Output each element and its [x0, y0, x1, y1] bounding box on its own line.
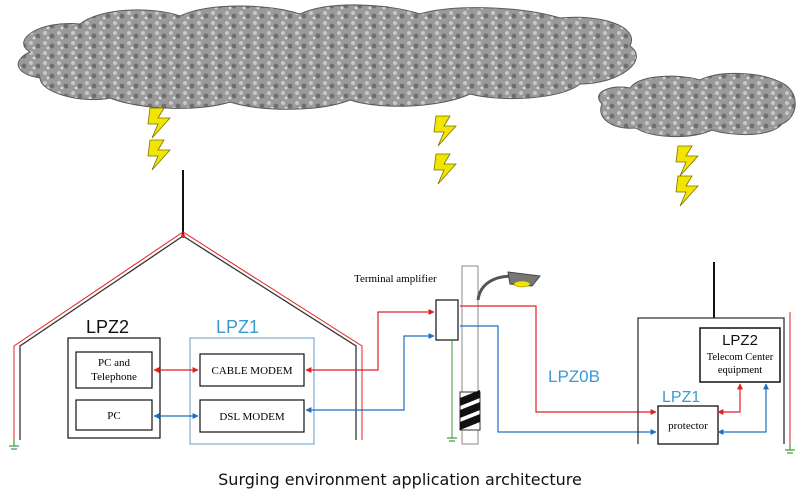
cable-modem-box [199, 353, 305, 387]
telecom-center-label-1: Telecom Center [707, 352, 774, 363]
signal-link [460, 325, 657, 435]
telecom-lpz1-label: LPZ1 [662, 389, 700, 406]
terminal-amplifier-label: Terminal amplifier [354, 273, 437, 285]
pc-telephone-label-2: Telephone [91, 371, 137, 383]
cable-modem-label: CABLE MODEM [212, 365, 293, 377]
utility-pole [459, 265, 481, 445]
lightning-bolt-icon [675, 175, 699, 207]
lightning-bolt-icon [433, 115, 457, 147]
lightning-bolt-icon [675, 145, 699, 177]
signal-link [305, 333, 435, 413]
protector-box [657, 405, 719, 445]
lpz1-house-label: LPZ1 [216, 317, 259, 337]
signal-link [717, 383, 769, 435]
telecom-lpz2-label: LPZ2 [722, 332, 758, 349]
power-link [717, 383, 743, 415]
pc-telephone-label-1: PC and [98, 357, 131, 369]
lightning-bolt-icon [147, 139, 171, 171]
protector-label: protector [668, 420, 708, 432]
terminal-amplifier-box [435, 299, 459, 341]
dsl-modem-label: DSL MODEM [219, 411, 285, 423]
telecom-building [637, 317, 785, 444]
ground-symbol-icon [9, 440, 19, 450]
lightning-bolt-icon [433, 153, 457, 185]
lightning-bolt-icon [147, 107, 171, 139]
power-link [305, 309, 435, 373]
ground-symbol-icon [785, 444, 795, 454]
pc-box [75, 399, 153, 431]
telecom-lpz2-zone [699, 327, 781, 383]
diagram-caption: Surging environment application architec… [218, 470, 582, 489]
pc-telephone-box [75, 351, 153, 389]
telecom-center-label-2: equipment [718, 365, 762, 376]
lpz0b-label: LPZ0B [548, 367, 600, 386]
cloud-icon [17, 4, 637, 110]
cloud-icon [598, 73, 796, 137]
dsl-modem-box [199, 399, 305, 433]
pc-label: PC [107, 410, 120, 422]
lpz2-house-label: LPZ2 [86, 317, 129, 337]
street-lamp-icon [476, 271, 541, 301]
power-link [460, 305, 657, 415]
ground-symbol-icon [447, 340, 457, 442]
